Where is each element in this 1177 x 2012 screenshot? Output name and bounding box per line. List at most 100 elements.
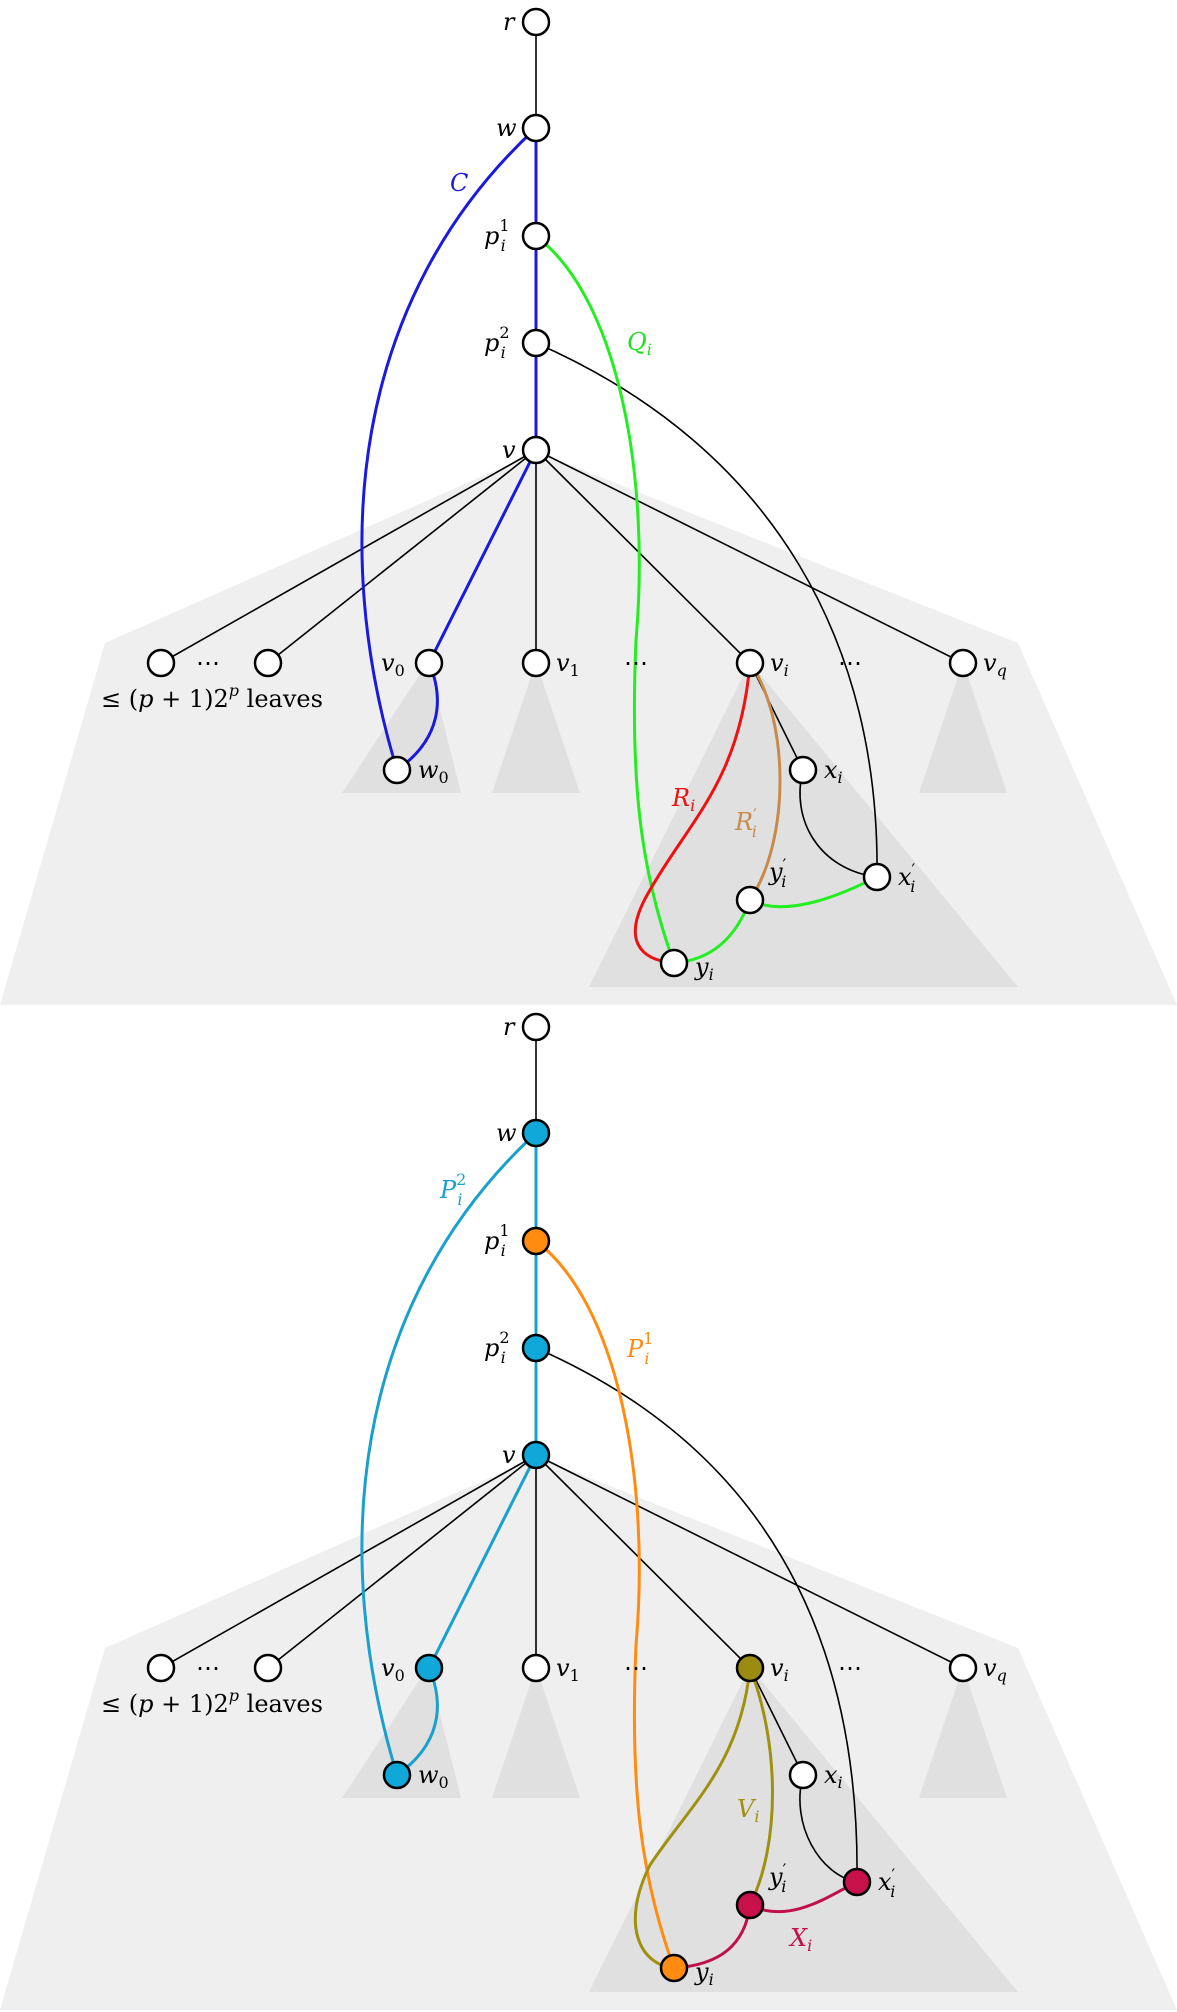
node-w0 xyxy=(382,755,412,785)
path-P2-w-w0 xyxy=(360,1131,538,1776)
big-region xyxy=(0,452,1177,1005)
node-vq xyxy=(948,648,978,678)
path-Rp xyxy=(748,662,782,901)
subtree-region-v1 xyxy=(492,1667,580,1798)
dots-2: ⋯ xyxy=(624,649,648,677)
node-vq xyxy=(948,1653,978,1683)
subtree-region-vq xyxy=(919,1667,1007,1798)
node-v0 xyxy=(414,648,444,678)
edge-v-vq xyxy=(535,449,964,664)
node-vi xyxy=(735,648,765,678)
leaves-label: ≤ (p + 1)2p leaves xyxy=(101,1686,323,1718)
node-ypi xyxy=(735,1890,765,1920)
path-label-C: C xyxy=(450,169,468,197)
node-p2 xyxy=(521,1333,551,1363)
node-xi xyxy=(788,1760,818,1790)
subtree-region-vi xyxy=(589,1667,1018,1992)
dots-2: ⋯ xyxy=(624,1654,648,1682)
path-label-Q: Qi xyxy=(627,328,652,359)
label-vi: vi xyxy=(770,1654,789,1685)
node-ypi xyxy=(735,885,765,915)
label-v1: v1 xyxy=(556,1654,580,1685)
node-v1 xyxy=(521,1653,551,1683)
node-leaf1 xyxy=(146,648,176,678)
label-v0: v0 xyxy=(381,1654,405,1685)
label-w0: w0 xyxy=(418,1761,449,1792)
node-xi xyxy=(788,755,818,785)
subtree-region-v1 xyxy=(492,662,580,793)
label-v1: v1 xyxy=(556,649,580,680)
label-yi: yi xyxy=(694,1958,714,1989)
node-p2 xyxy=(521,328,551,358)
edge-xi-xpi xyxy=(799,769,878,878)
label-yi: yi xyxy=(694,953,714,984)
path-Q xyxy=(535,234,676,964)
label-vq: vq xyxy=(983,1654,1007,1685)
dots-1: ⋯ xyxy=(196,649,220,677)
path-P2-v-v0 xyxy=(427,1454,538,1669)
node-w xyxy=(521,113,551,143)
node-vi xyxy=(735,1653,765,1683)
path-label-X: Xi xyxy=(788,1924,812,1955)
label-ypi: y′i xyxy=(768,1860,787,1896)
label-r: r xyxy=(503,8,516,36)
dots-3: ⋯ xyxy=(838,1654,862,1682)
label-xi: xi xyxy=(824,1761,843,1792)
node-xpi xyxy=(842,1867,872,1897)
label-w: w xyxy=(496,114,517,142)
label-vi: vi xyxy=(770,649,789,680)
node-leaf1 xyxy=(146,1653,176,1683)
node-w0 xyxy=(382,1760,412,1790)
subtree-region-v0 xyxy=(342,662,461,793)
edge-v-vi xyxy=(535,1454,751,1669)
edge-v-vq xyxy=(535,1454,964,1669)
edge-v-leaf1 xyxy=(160,449,537,664)
subtree-region-vi xyxy=(589,662,1018,987)
label-w0: w0 xyxy=(418,756,449,787)
edge-v-vi xyxy=(535,449,751,664)
node-v0 xyxy=(414,1653,444,1683)
edge-vi-xi xyxy=(749,1667,804,1776)
edge-v-leaf2 xyxy=(267,1454,537,1669)
path-C-w-w0 xyxy=(360,126,538,771)
node-xpi xyxy=(862,862,892,892)
path-V-right xyxy=(748,1667,774,1906)
subtree-region-vq xyxy=(919,662,1007,793)
label-vq: vq xyxy=(983,649,1007,680)
node-v1 xyxy=(521,648,551,678)
label-ypi: y′i xyxy=(768,855,787,891)
edge-v-leaf1 xyxy=(160,1454,537,1669)
label-v: v xyxy=(502,436,516,464)
label-xpi: x′i xyxy=(898,860,916,896)
path-label-V: Vi xyxy=(737,1795,759,1826)
node-r xyxy=(521,1012,551,1042)
node-p1 xyxy=(521,1226,551,1256)
path-C-v-v0 xyxy=(427,449,538,664)
path-label-Rp: R′i xyxy=(734,805,757,841)
edge-p2-xpi xyxy=(535,1347,858,1883)
edge-p2-xpi xyxy=(535,342,878,878)
label-xi: xi xyxy=(824,756,843,787)
node-yi xyxy=(659,948,689,978)
path-label-R: Ri xyxy=(671,784,695,815)
label-r: r xyxy=(503,1013,516,1041)
node-p1 xyxy=(521,221,551,251)
edge-v-leaf2 xyxy=(267,449,537,664)
node-w xyxy=(521,1118,551,1148)
big-region xyxy=(0,1457,1177,2010)
label-v: v xyxy=(502,1441,516,1469)
path-R xyxy=(633,662,752,965)
node-leaf2 xyxy=(253,648,283,678)
label-v0: v0 xyxy=(381,649,405,680)
path-V xyxy=(633,1667,752,1970)
node-v xyxy=(521,1440,551,1470)
